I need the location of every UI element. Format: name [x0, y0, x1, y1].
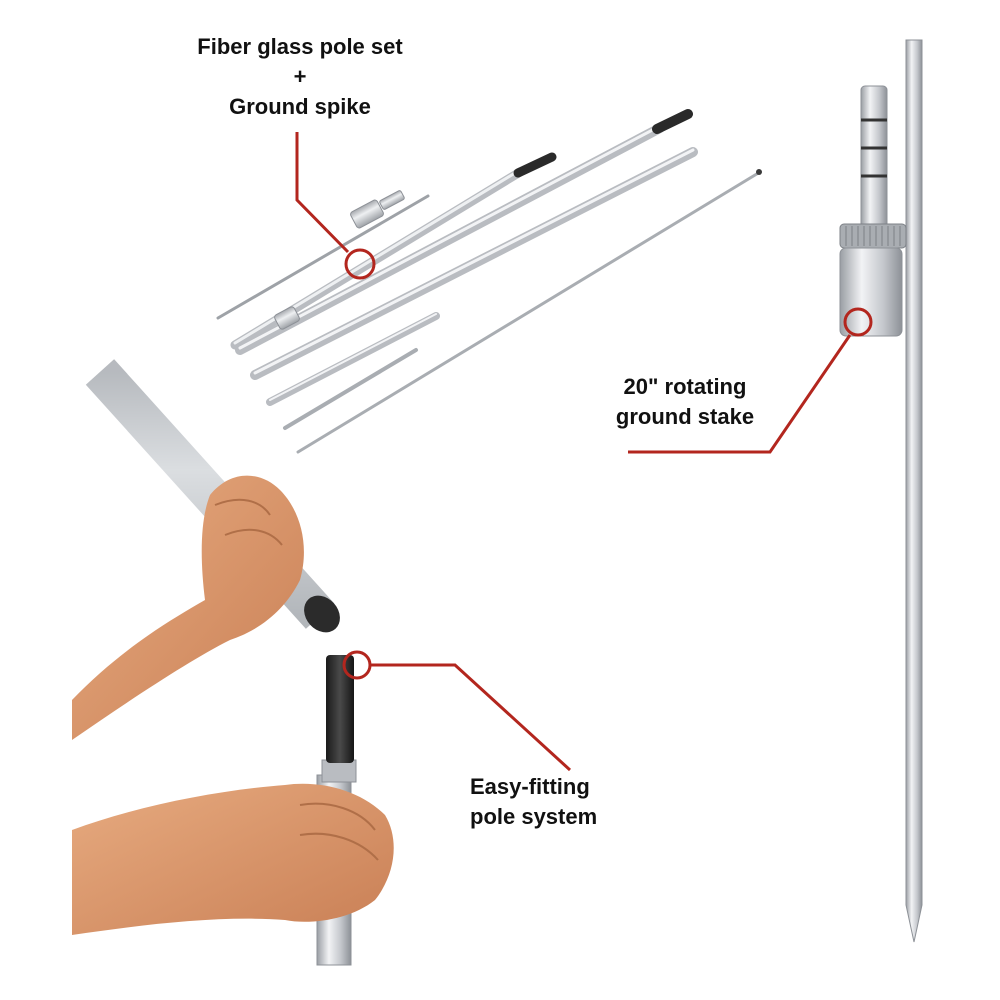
callout-marker-pole-set: [344, 248, 376, 280]
callout-pole-set-line3: Ground spike: [229, 94, 371, 119]
pole-section-6: [296, 170, 762, 454]
spike-clamp: [350, 199, 384, 229]
callout-line-pole-set: [295, 132, 350, 254]
callout-pole-set-label: Fiber glass pole set + Ground spike: [150, 32, 450, 122]
pole-section-2: [235, 123, 665, 355]
pole-set: [216, 109, 762, 454]
callout-marker-stake: [843, 307, 873, 337]
callout-pole-system-line2: pole system: [470, 804, 598, 829]
lower-hand: [72, 783, 394, 935]
upper-hand-with-pole: [72, 359, 340, 740]
callout-line-stake: [628, 334, 852, 454]
lower-hand-with-pole: [72, 655, 394, 966]
pole-clip: [274, 306, 300, 330]
pole-section-4: [266, 312, 440, 406]
stake-spike: [905, 39, 923, 943]
pole-end-opening: [304, 595, 340, 633]
callout-pole-set-line1: Fiber glass pole set: [197, 34, 403, 59]
rotating-ground-stake: [839, 39, 923, 943]
stake-tube: [860, 85, 888, 237]
callout-pole-system-label: Easy-fitting pole system: [470, 772, 670, 832]
pole-ferrule: [321, 759, 357, 783]
pole-section-3: [250, 147, 698, 380]
black-pole-tip: [326, 655, 354, 763]
stake-collar: [839, 223, 907, 249]
pole-section-5: [283, 348, 418, 430]
callout-ground-stake-line1: 20" rotating: [623, 374, 747, 399]
callout-marker-fitting: [342, 650, 372, 680]
callout-pole-system-line1: Easy-fitting: [470, 774, 590, 799]
pole-tip-2: [652, 109, 693, 134]
callout-pole-set-line2: +: [293, 64, 307, 89]
callout-lines: [295, 132, 873, 772]
callout-ground-stake-label: 20" rotating ground stake: [560, 372, 810, 432]
upper-hand: [72, 475, 304, 740]
callout-ground-stake-line2: ground stake: [615, 404, 755, 429]
pole-tip-1: [513, 152, 557, 178]
ground-spike-rod: [216, 194, 430, 320]
stake-body: [839, 247, 903, 337]
callout-line-fitting: [370, 663, 572, 772]
